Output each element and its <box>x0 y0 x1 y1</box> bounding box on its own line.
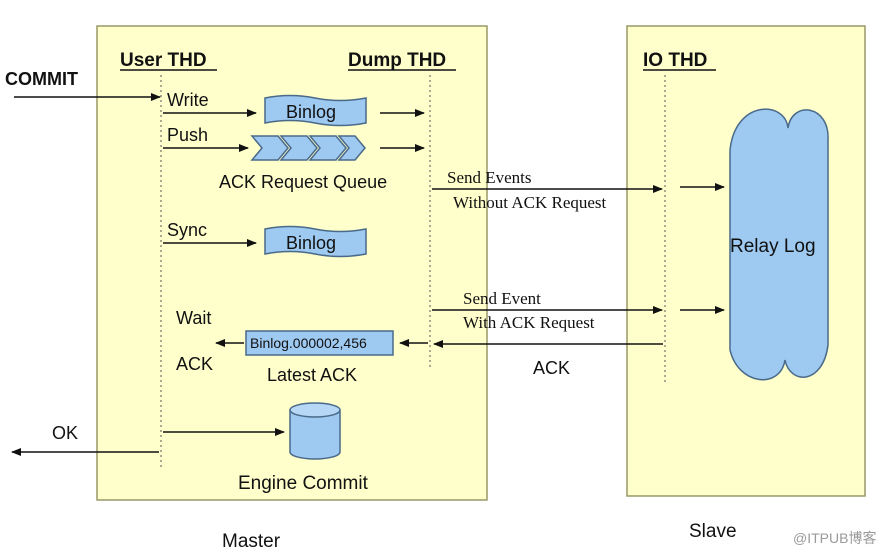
latest-ack-box <box>245 330 394 356</box>
write-label: Write <box>167 90 209 110</box>
ack-request-queue-label: ACK Request Queue <box>219 172 387 192</box>
ack-request-queue-icon <box>250 135 366 161</box>
watermark: @ITPUB博客 <box>793 530 876 546</box>
latest-ack-value: Binlog.000002,456 <box>250 335 367 351</box>
slave-label: Slave <box>689 521 737 542</box>
commit-label: COMMIT <box>5 69 78 89</box>
database-icon <box>289 402 341 460</box>
send-events-label-1: Send Events <box>447 168 532 187</box>
push-label: Push <box>167 125 208 145</box>
send-event-label-2: With ACK Request <box>463 313 595 332</box>
engine-commit-label: Engine Commit <box>238 473 369 494</box>
relay-log-shape <box>729 108 829 381</box>
io-thd-header: IO THD <box>643 50 707 71</box>
binlog-sync-shape <box>264 225 367 258</box>
latest-ack-label: Latest ACK <box>267 365 357 385</box>
ok-label: OK <box>52 423 78 443</box>
ack-message-label: ACK <box>533 358 570 378</box>
send-events-label-2: Without ACK Request <box>453 193 607 212</box>
dump-thd-header: Dump THD <box>348 50 446 71</box>
binlog-sync-label: Binlog <box>286 233 336 253</box>
wait-label: Wait <box>176 308 211 328</box>
binlog-write-shape <box>264 94 367 127</box>
user-thd-header: User THD <box>120 50 207 71</box>
wait-ack-label: ACK <box>176 354 213 374</box>
relay-log-label: Relay Log <box>730 236 816 257</box>
binlog-write-label: Binlog <box>286 102 336 122</box>
send-event-label-1: Send Event <box>463 289 541 308</box>
sync-label: Sync <box>167 220 207 240</box>
master-label: Master <box>222 531 281 552</box>
